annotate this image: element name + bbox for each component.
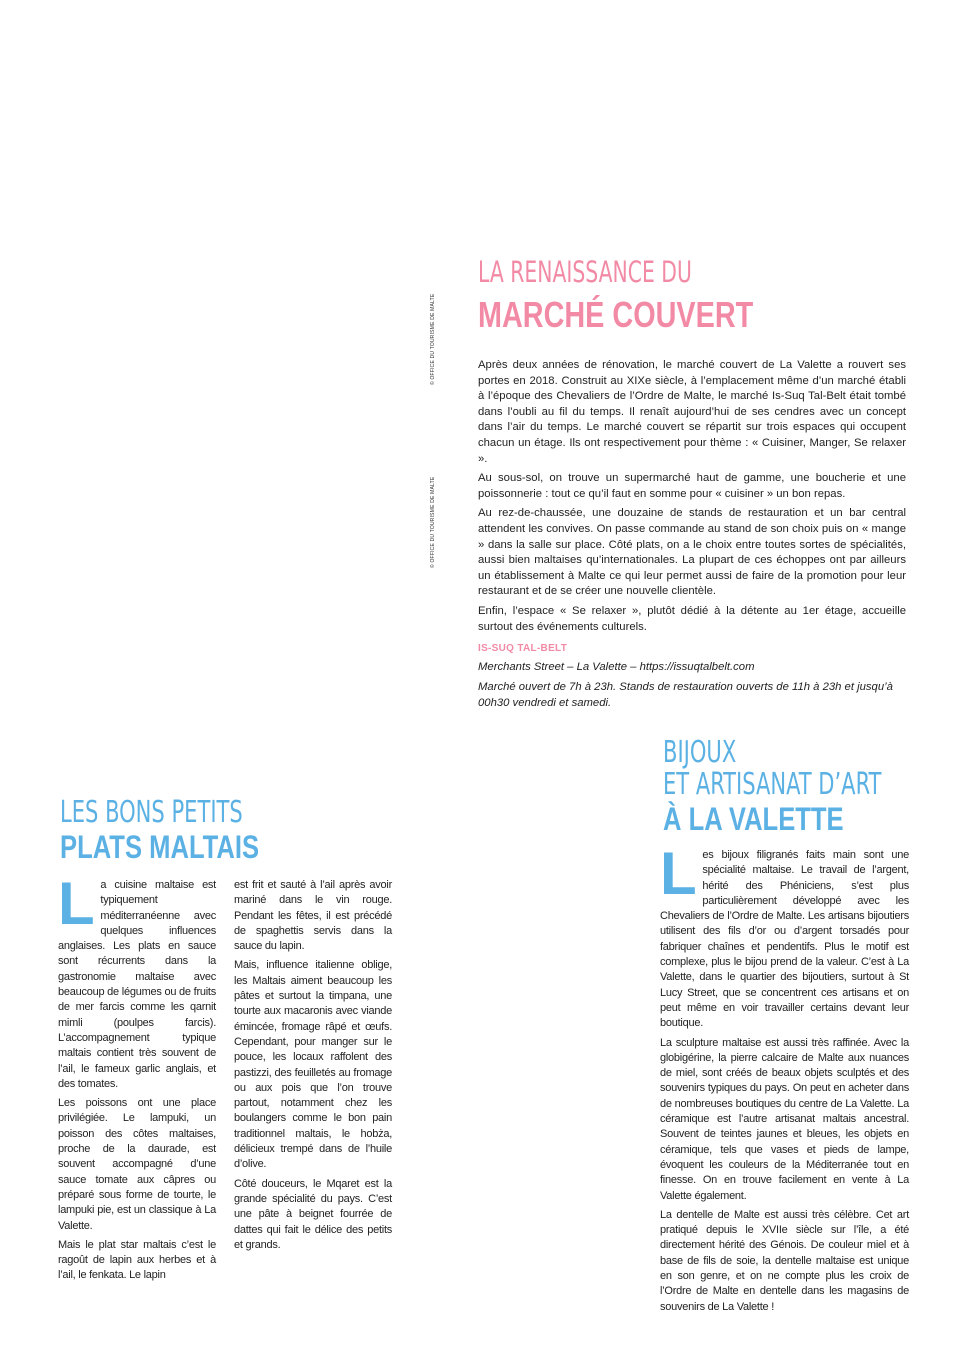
plats-dropcap: L xyxy=(58,870,95,937)
bijoux-dropcap: L xyxy=(660,840,697,907)
plats-paragraph-2: Les poissons ont une place privilégiée. … xyxy=(58,1097,216,1232)
photo-credit-top: © OFFICE DU TOURISME DE MALTE xyxy=(430,293,436,385)
marche-title-bold: MARCHÉ COUVERT xyxy=(478,294,754,335)
marche-info-hours: Marché ouvert de 7h à 23h. Stands de res… xyxy=(478,680,893,709)
plats-paragraph-5: Mais, influence italienne oblige, les Ma… xyxy=(234,959,392,1171)
marche-info-address: Merchants Street – La Valette – https://… xyxy=(478,660,755,673)
bijoux-title-bold: À LA VALETTE xyxy=(663,801,844,837)
plats-paragraph-4: est frit et sauté à l’ail après avoir ma… xyxy=(234,879,392,953)
plats-paragraph-3: Mais le plat star maltais c’est le ragoû… xyxy=(58,1238,216,1282)
marche-title-light: LA RENAISSANCE DU xyxy=(478,255,692,289)
marche-paragraph-3: Au rez-de-chaussée, une douzaine de stan… xyxy=(478,507,906,598)
plats-column-2: est frit et sauté à l’ail après avoir ma… xyxy=(234,878,392,1257)
marche-paragraph-4: Enfin, l’espace « Se relaxer », plutôt d… xyxy=(478,604,906,633)
bijoux-paragraph-3: La dentelle de Malte est aussi très célè… xyxy=(660,1208,909,1313)
plats-title-bold: PLATS MALTAIS xyxy=(60,829,260,865)
bijoux-title-light-1: BIJOUX xyxy=(663,735,737,770)
marche-paragraph-2: Au sous-sol, on trouve un supermarché ha… xyxy=(478,472,906,500)
bijoux-paragraph-2: La sculpture maltaise est aussi très raf… xyxy=(660,1036,909,1202)
marche-info-label: IS-SUQ TAL-BELT xyxy=(478,643,568,655)
photo-credit-bottom: © OFFICE DU TOURISME DE MALTE xyxy=(430,476,436,568)
marche-paragraph-1: Après deux années de rénovation, le marc… xyxy=(478,359,906,465)
marche-body: Après deux années de rénovation, le marc… xyxy=(478,358,906,715)
bijoux-title-light-2: ET ARTISANAT D’ART xyxy=(663,767,882,802)
plats-paragraph-6: Côté douceurs, le Mqaret est la grande s… xyxy=(234,1177,392,1251)
plats-title-light: LES BONS PETITS xyxy=(60,795,243,830)
